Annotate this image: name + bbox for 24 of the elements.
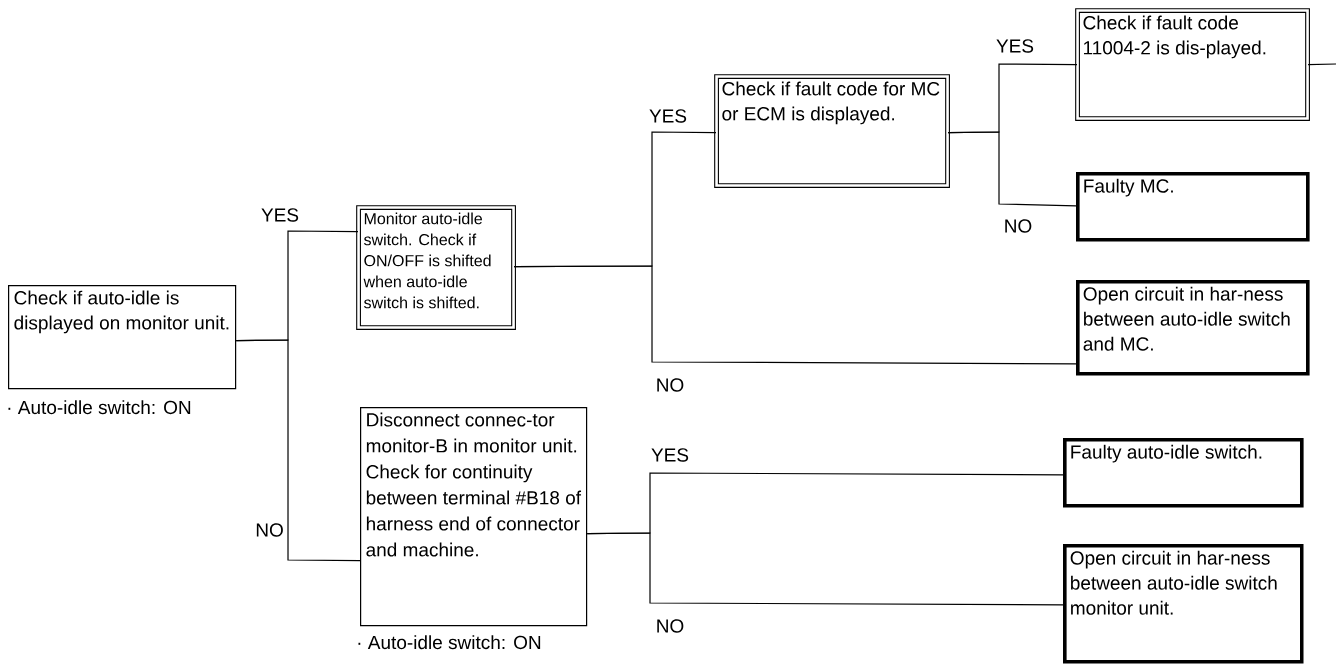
edge-label: YES [648, 108, 688, 124]
check-box: Disconnect connec-tor monitor-B in monitor unit. Check for continuity between terminal #B18 of harness end of connector and machine. [360, 407, 588, 627]
condition-note: · Auto-idle switch: ON [358, 635, 541, 650]
connector-line [235, 339, 361, 562]
connector-line [586, 532, 1064, 606]
edge-label: YES [995, 38, 1035, 54]
check-box: Check if fault code 11004-2 is dis-played. [1075, 8, 1310, 121]
result-box: Faulty MC. [1076, 172, 1310, 242]
edge-label: NO [254, 522, 285, 538]
connector-line [513, 265, 1077, 365]
check-box: Check if auto-idle is displayed on monitor unit. [8, 285, 237, 390]
result-box: Open circuit in har-ness between auto-idle switch monitor unit. [1063, 544, 1304, 664]
edge-label: YES [260, 207, 300, 223]
result-box: Open circuit in har-ness between auto-idle switch and MC. [1076, 280, 1310, 376]
edge-label: NO [654, 377, 686, 393]
edge-label: NO [654, 618, 686, 634]
result-box: Faulty auto-idle switch. [1063, 438, 1304, 508]
connector-line [1307, 63, 1337, 66]
check-box: Monitor auto-idle switch. Check if ON/OFF is shifted when auto-idle switch is shifted. [356, 205, 516, 330]
condition-note: · Auto-idle switch: ON [8, 400, 191, 415]
check-box: Check if fault code for MC or ECM is displayed. [714, 74, 950, 188]
edge-label: NO [1002, 218, 1034, 234]
connector-line [947, 131, 1077, 207]
edge-label: YES [650, 447, 690, 463]
